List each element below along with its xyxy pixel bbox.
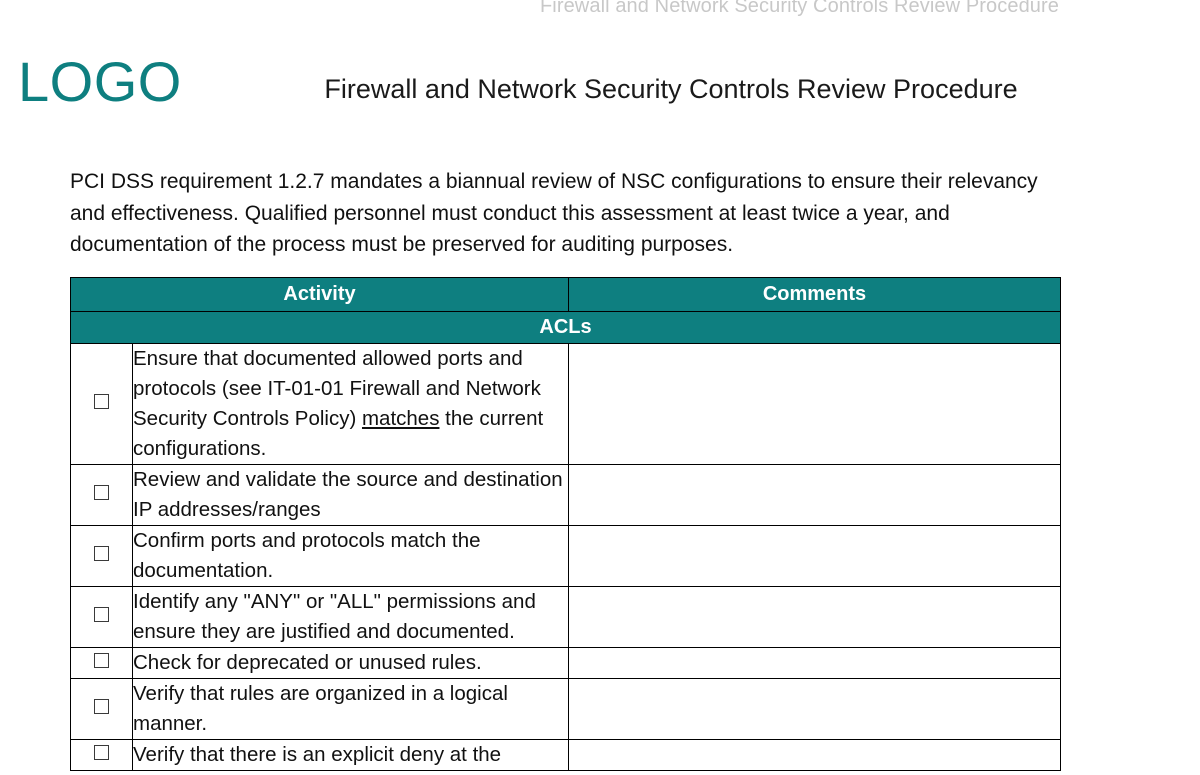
column-header-activity: Activity bbox=[70, 277, 569, 312]
activity-text-underlined: matches bbox=[361, 407, 440, 430]
masthead: LOGO Firewall and Network Security Contr… bbox=[0, 50, 1062, 126]
review-checklist-table: Activity Comments ACLs Ensure that docum… bbox=[70, 277, 1061, 771]
checkbox-cell[interactable] bbox=[70, 678, 133, 740]
table-row: Check for deprecated or unused rules. bbox=[70, 647, 1061, 679]
table-row: Verify that there is an explicit deny at… bbox=[70, 739, 1061, 771]
checkbox-cell[interactable] bbox=[70, 525, 133, 587]
table-row: Review and validate the source and desti… bbox=[70, 464, 1061, 526]
checkbox-icon[interactable] bbox=[94, 394, 109, 409]
checkbox-icon[interactable] bbox=[94, 699, 109, 714]
comment-cell[interactable] bbox=[568, 586, 1061, 648]
checkbox-cell[interactable] bbox=[70, 739, 133, 771]
column-header-comments: Comments bbox=[568, 277, 1061, 312]
activity-cell: Verify that rules are organized in a log… bbox=[132, 678, 569, 740]
activity-text-part2: the current configurations. bbox=[133, 407, 544, 460]
company-logo: LOGO bbox=[18, 50, 182, 113]
table-row: Confirm ports and protocols match the do… bbox=[70, 525, 1061, 587]
table-row: Verify that rules are organized in a log… bbox=[70, 678, 1061, 740]
activity-cell: Review and validate the source and desti… bbox=[132, 464, 569, 526]
comment-cell[interactable] bbox=[568, 343, 1061, 465]
checkbox-icon[interactable] bbox=[94, 607, 109, 622]
activity-text-part: Ensure that documented allowed ports and… bbox=[133, 347, 541, 430]
checkbox-cell[interactable] bbox=[70, 343, 133, 465]
activity-cell: Check for deprecated or unused rules. bbox=[132, 647, 569, 679]
comment-cell[interactable] bbox=[568, 678, 1061, 740]
section-header-row: ACLs bbox=[70, 311, 1061, 344]
checkbox-icon[interactable] bbox=[94, 745, 109, 760]
comment-cell[interactable] bbox=[568, 647, 1061, 679]
intro-paragraph: PCI DSS requirement 1.2.7 mandates a bia… bbox=[70, 170, 1038, 256]
checkbox-cell[interactable] bbox=[70, 464, 133, 526]
activity-cell: Ensure that documented allowed ports and… bbox=[132, 343, 569, 465]
checkbox-cell[interactable] bbox=[70, 586, 133, 648]
checkbox-icon[interactable] bbox=[94, 485, 109, 500]
activity-cell: Confirm ports and protocols match the do… bbox=[132, 525, 569, 587]
table-row: Ensure that documented allowed ports and… bbox=[70, 343, 1061, 465]
table-header-row: Activity Comments bbox=[70, 277, 1061, 312]
document-title: Firewall and Network Security Controls R… bbox=[324, 74, 1018, 104]
checkbox-icon[interactable] bbox=[94, 546, 109, 561]
table-body: Ensure that documented allowed ports and… bbox=[70, 343, 1061, 771]
comment-cell[interactable] bbox=[568, 525, 1061, 587]
checkbox-cell[interactable] bbox=[70, 647, 133, 679]
comment-cell[interactable] bbox=[568, 739, 1061, 771]
comment-cell[interactable] bbox=[568, 464, 1061, 526]
checkbox-icon[interactable] bbox=[94, 653, 109, 668]
table-row: Identify any "ANY" or "ALL" permissions … bbox=[70, 586, 1061, 648]
activity-cell: Verify that there is an explicit deny at… bbox=[132, 739, 569, 771]
running-header-watermark: Firewall and Network Security Controls R… bbox=[539, 0, 1059, 17]
section-header-acls: ACLs bbox=[70, 311, 1061, 344]
activity-cell: Identify any "ANY" or "ALL" permissions … bbox=[132, 586, 569, 648]
